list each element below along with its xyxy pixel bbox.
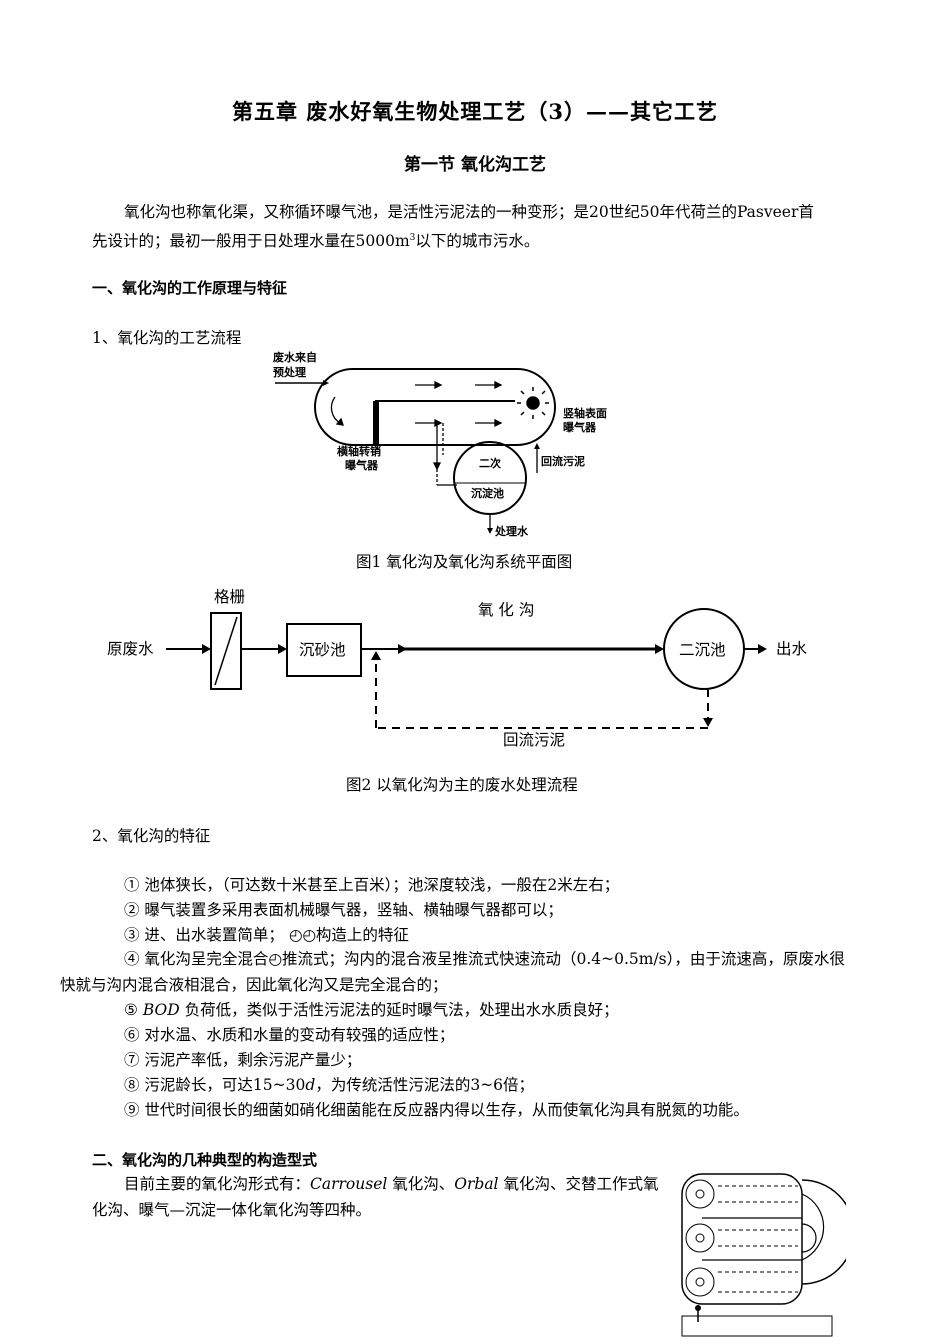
- types-sep2: 氧化沟、交替工作式氧: [498, 1175, 659, 1193]
- section-title: 第一节 氧化沟工艺: [404, 155, 546, 175]
- return-sludge-label: 回流污泥: [541, 454, 585, 468]
- arrow-to-effluent: [758, 644, 767, 654]
- grit-chamber-label: 沉砂池: [299, 641, 346, 659]
- effluent-label: 出水: [776, 640, 808, 658]
- feature-item-1: ① 池体狭长，（可达数十米甚至上百米）；池深度较浅，一般在2米左右；: [124, 876, 620, 894]
- types-orbal: Orbal: [454, 1175, 499, 1193]
- feature-item-2: ② 曝气装置多采用表面机械曝气器，竖轴、横轴曝气器都可以；: [124, 901, 563, 919]
- types-line-1: 目前主要的氧化沟形式有：Carrousel 氧化沟、Orbal 氧化沟、交替工作…: [92, 1171, 672, 1197]
- raw-wastewater-label: 原废水: [107, 640, 154, 658]
- inflow-label-line2: 预处理: [273, 365, 306, 379]
- effluent-label: 处理水: [494, 524, 529, 538]
- carrousel-flow-lines: [718, 1185, 798, 1293]
- types-carrousel: Carrousel: [310, 1175, 388, 1193]
- horizontal-aerator-label-line1: 横轴转销: [337, 444, 381, 458]
- feature-item-5: ⑤ BOD 负荷低，类似于活性污泥法的延时曝气法，处理出水水质良好；: [124, 998, 619, 1020]
- intro-paragraph: 氧化沟也称氧化渠，又称循环曝气池，是活性污泥法的一种变形；是20世纪50年代荷兰…: [92, 199, 862, 254]
- feature-item-6: ⑥ 对水温、水质和水量的变动有较强的适应性；: [124, 1026, 455, 1044]
- screen-box: [210, 612, 242, 690]
- return-sludge-label: 回流污泥: [503, 731, 565, 749]
- types-sep1: 氧化沟、: [387, 1175, 455, 1193]
- return-sludge-loop: [375, 656, 709, 729]
- feature-item-4-line1: ④ 氧化沟呈完全混合◴推流式；沟内的混合液呈推流式快速流动（0.4~0.5m/s…: [124, 950, 845, 968]
- types-paragraph: 目前主要的氧化沟形式有：Carrousel 氧化沟、Orbal 氧化沟、交替工作…: [92, 1171, 672, 1223]
- clarifier-label-line2: 沉淀池: [471, 486, 504, 500]
- feature-5-num: ⑤: [124, 1001, 143, 1019]
- intro-line-2: 先设计的；最初一般用于日处理水量在5000m3以下的城市污水。: [92, 225, 862, 254]
- feature-8-text: ⑧ 污泥龄长，可达15~30: [124, 1076, 306, 1094]
- process-flow-diagram: 格栅 原废水 沉砂池 氧 化 沟 二沉池 出水 回流污泥: [107, 588, 808, 749]
- intro-line-2-text: 先设计的；最初一般用于日处理水量在5000m: [92, 232, 410, 251]
- oxidation-ditch-label: 氧 化 沟: [478, 601, 534, 619]
- types-line-2: 化沟、曝气—沉淀一体化氧化沟等四种。: [92, 1201, 372, 1219]
- horizontal-aerator-label-line2: 曝气器: [345, 458, 379, 472]
- carrousel-ditch-figure: [681, 1173, 846, 1337]
- screen-label: 格栅: [214, 588, 245, 606]
- secondary-clarifier-label: 二沉池: [679, 641, 726, 659]
- chapter-title: 第五章 废水好氧生物处理工艺（3）——其它工艺: [232, 99, 718, 124]
- intro-line-1: 氧化沟也称氧化渠，又称循环曝气池，是活性污泥法的一种变形；是20世纪50年代荷兰…: [124, 203, 814, 221]
- feature-8-tail: ，为传统活性污泥法的3~6倍；: [315, 1076, 535, 1094]
- vertical-aerator-label-line2: 曝气器: [563, 420, 597, 434]
- heading-types: 二、氧化沟的几种典型的构造型式: [92, 1151, 318, 1169]
- types-intro: 目前主要的氧化沟形式有：: [124, 1175, 311, 1193]
- flow-arrows: [330, 380, 503, 428]
- secondary-clarifier: [453, 441, 527, 515]
- feature-item-9: ⑨ 世代时间很长的细菌如硝化细菌能在反应器内得以生存，从而使氧化沟具有脱氮的功能…: [124, 1101, 749, 1119]
- figure2-caption: 图2 以氧化沟为主的废水处理流程: [346, 776, 578, 794]
- feature-item-4-line2: 快就与沟内混合液相混合，因此氧化沟又是完全混合的；: [60, 976, 448, 994]
- feature-item-8: ⑧ 污泥龄长，可达15~30d，为传统活性污泥法的3~6倍；: [124, 1073, 534, 1095]
- superscript: 3: [409, 233, 416, 243]
- feature-item-4: ④ 氧化沟呈完全混合◴推流式；沟内的混合液呈推流式快速流动（0.4~0.5m/s…: [60, 946, 862, 998]
- arrow-to-screen: [202, 644, 211, 654]
- feature-item-7: ⑦ 污泥产率低，剩余污泥产量少；: [124, 1051, 362, 1069]
- feature-5-bod: BOD: [142, 1001, 180, 1019]
- heading-principle: 一、氧化沟的工作原理与特征: [92, 279, 288, 297]
- clarifier-label-line1: 二次: [479, 456, 501, 470]
- ditch-outer-wall: [314, 368, 556, 446]
- outlet-pipes: [432, 423, 457, 486]
- subheading-process-flow: 1、氧化沟的工艺流程: [92, 329, 242, 347]
- horizontal-rotor-aerator: [373, 401, 379, 445]
- intro-line-2-tail: 以下的城市污水。: [415, 232, 540, 251]
- surface-aerator-icons: [685, 1179, 715, 1297]
- feature-8-unit: d: [305, 1076, 316, 1094]
- arrow-to-grit: [278, 644, 287, 654]
- vertical-aerator-label-line1: 竖轴表面: [563, 406, 607, 420]
- inflow-label-line1: 废水来自: [273, 350, 317, 364]
- feature-item-3: ③ 进、出水装置简单； ◴◴构造上的特征: [124, 926, 409, 944]
- vertical-aerator-icon: [517, 387, 549, 419]
- subheading-features: 2、氧化沟的特征: [92, 827, 211, 845]
- figure1-caption: 图1 氧化沟及氧化沟系统平面图: [356, 553, 573, 571]
- oxidation-ditch-plan-figure: 废水来自 预处理 竖轴表面 曝气器 横轴转销 曝气器 二次 沉淀池 回流污泥 处…: [273, 350, 607, 538]
- feature-5-text: 负荷低，类似于活性污泥法的延时曝气法，处理出水水质良好；: [179, 1001, 619, 1019]
